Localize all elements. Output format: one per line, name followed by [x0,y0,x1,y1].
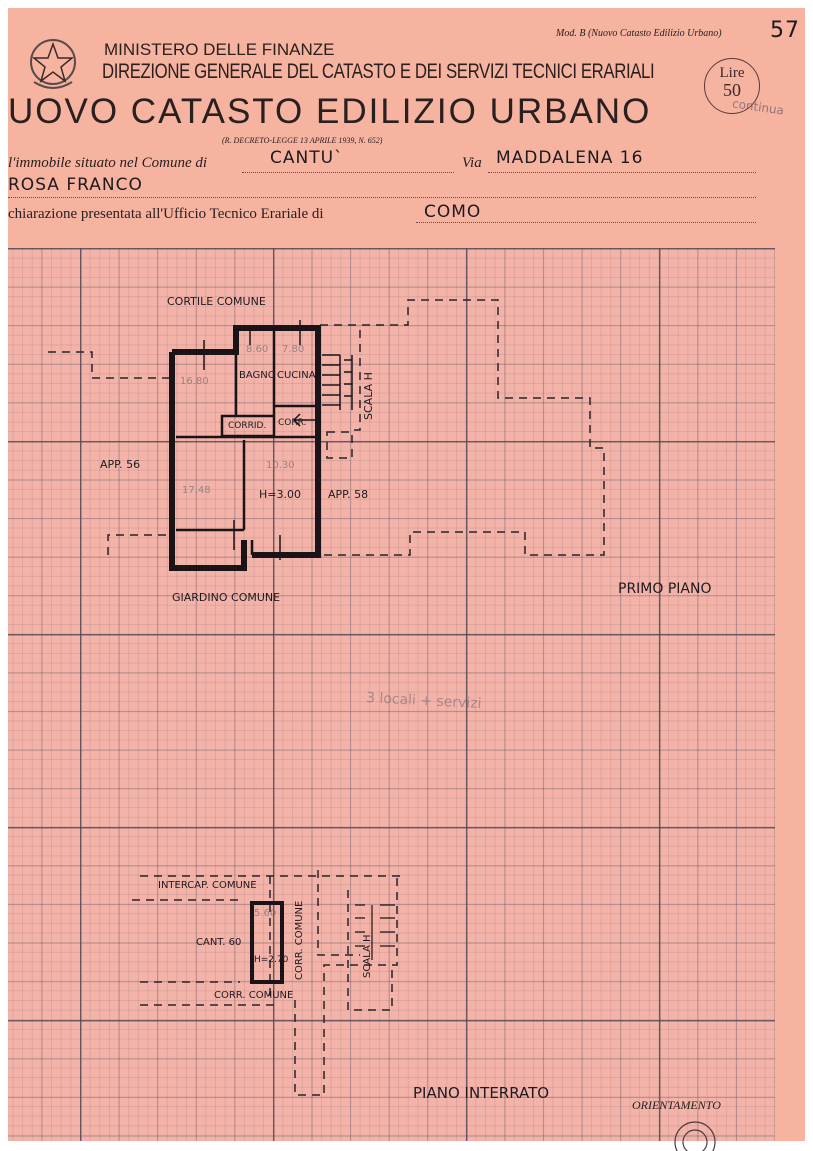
intercap-comune-label: INTERCAP. COMUNE [158,880,257,891]
basement-height-label: H=2.70 [254,955,289,965]
comune-value: CANTU` [270,148,344,168]
via-value: MADDALENA 16 [496,148,644,168]
giardino-comune-label: GIARDINO COMUNE [172,591,281,604]
stamp-value: 50 [723,80,741,100]
app-58-label: APP. 58 [328,488,369,501]
basement-area-value: 5.60 [254,908,277,919]
document-title: UOVO CATASTO EDILIZIO URBANO [8,92,652,131]
corr-label: CORR. [278,418,307,428]
basement-scala-label: SCALA H [362,934,373,978]
height-label: H=3.00 [259,488,301,501]
compass-icon [674,1121,716,1151]
property-label: l'immobile situato nel Comune di [8,155,208,171]
corr-comune-label: CORR. COMUNE [214,990,294,1001]
revenue-stamp: Lire 50 [704,58,760,114]
area-value: 7.80 [282,344,305,355]
orientation-label: ORIENTAMENTO [632,1098,721,1112]
scala-label: SCALA H [362,372,375,420]
bagno-label: BAGNO [239,370,276,381]
primo-piano-title: PRIMO PIANO [618,581,712,597]
declaration-label: chiarazione presentata all'Ufficio Tecni… [8,206,324,222]
app-56-label: APP. 56 [100,458,141,471]
area-value: 10.30 [266,460,295,471]
graph-paper-grid [8,248,775,1141]
corrid-label: CORRID. [228,421,267,431]
sheet-number: 57 [770,18,800,43]
decree-reference: (R. DECRETO-LEGGE 13 APRILE 1939, N. 652… [222,136,383,145]
direction-name: DIREZIONE GENERALE DEL CATASTO E DEI SER… [102,60,655,83]
piano-interrato-title: PIANO INTERRATO [413,1084,550,1102]
via-label: Via [462,155,482,171]
owner-value: ROSA FRANCO [8,175,143,195]
area-value: 16.80 [180,376,209,387]
cortile-comune-label: CORTILE COMUNE [167,295,266,308]
area-value: 17.48 [182,485,211,496]
cucina-label: CUCINA [277,370,316,381]
cantina-label: CANT. 60 [196,937,242,948]
office-value: COMO [424,202,482,222]
area-value: 8.60 [246,344,269,355]
ministry-name: MINISTERO DELLE FINANZE [104,40,335,59]
corr-comune-vertical-label: CORR. COMUNE [294,900,305,980]
stamp-currency: Lire [719,65,745,81]
italian-emblem-icon [30,39,76,89]
form-code: Mod. B (Nuovo Catasto Edilizio Urbano) [556,28,722,39]
